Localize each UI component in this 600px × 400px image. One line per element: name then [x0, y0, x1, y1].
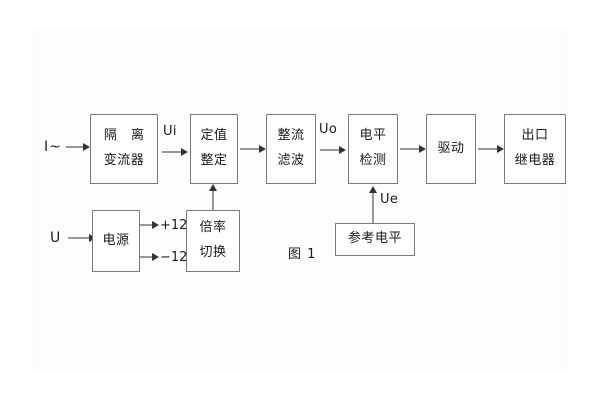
block-isolation-ct-line-2: 变流器 [103, 153, 145, 168]
block-ratio-switch-line-1: 倍率 [199, 220, 227, 236]
block-level-detect-line-2: 检测 [359, 153, 387, 168]
arrow-rail-positive [140, 220, 160, 230]
block-isolation-ct-line-1: 隔 离 [103, 128, 150, 144]
arrow-current-to-isolation [66, 142, 90, 152]
figure-caption: 图 1 [288, 247, 317, 262]
diagram-panel-frame [32, 30, 568, 370]
block-drive: 驱动 [426, 114, 476, 184]
arrow-isolation-to-setting [162, 147, 190, 157]
arrow-ratio-switch-to-setting [208, 184, 218, 210]
block-level-detect-line-1: 电平 [359, 128, 387, 144]
block-isolation-ct: 隔 离 变流器 [90, 114, 158, 184]
block-setting: 定值 整定 [190, 114, 238, 184]
arrow-level-detect-to-drive [400, 144, 428, 154]
block-rectify-filter-line-2: 滤波 [277, 153, 305, 168]
voltage-input-label: U [50, 230, 62, 246]
block-power-supply-line-1: 电源 [102, 232, 130, 248]
block-drive-line-1: 驱动 [437, 140, 465, 156]
block-power-supply: 电源 [92, 210, 140, 272]
block-output-relay: 出口 继电器 [504, 114, 566, 184]
block-reference-level: 参考电平 [335, 223, 415, 256]
arrow-rectify-to-level-detect [320, 145, 348, 155]
arrow-setting-to-rectify [240, 144, 268, 154]
signal-ui-label: Ui [163, 124, 177, 139]
signal-ue-label: Ue [380, 192, 399, 207]
block-setting-line-2: 整定 [200, 153, 228, 168]
block-reference-level-line-1: 参考电平 [347, 231, 402, 247]
current-input-label: I~ [44, 139, 62, 155]
block-output-relay-line-1: 出口 [521, 128, 549, 144]
block-rectify-filter-line-1: 整流 [277, 128, 305, 144]
signal-uo-label: Uo [319, 122, 338, 137]
block-rectify-filter: 整流 滤波 [266, 114, 316, 184]
arrow-reference-level-to-level-detect [368, 186, 378, 223]
block-ratio-switch-line-2: 切换 [199, 245, 227, 260]
arrow-drive-to-output-relay [478, 144, 506, 154]
block-level-detect: 电平 检测 [348, 114, 398, 184]
block-setting-line-1: 定值 [200, 128, 228, 144]
arrow-rail-negative [140, 252, 160, 262]
block-output-relay-line-2: 继电器 [514, 153, 556, 168]
block-ratio-switch: 倍率 切换 [186, 210, 240, 272]
